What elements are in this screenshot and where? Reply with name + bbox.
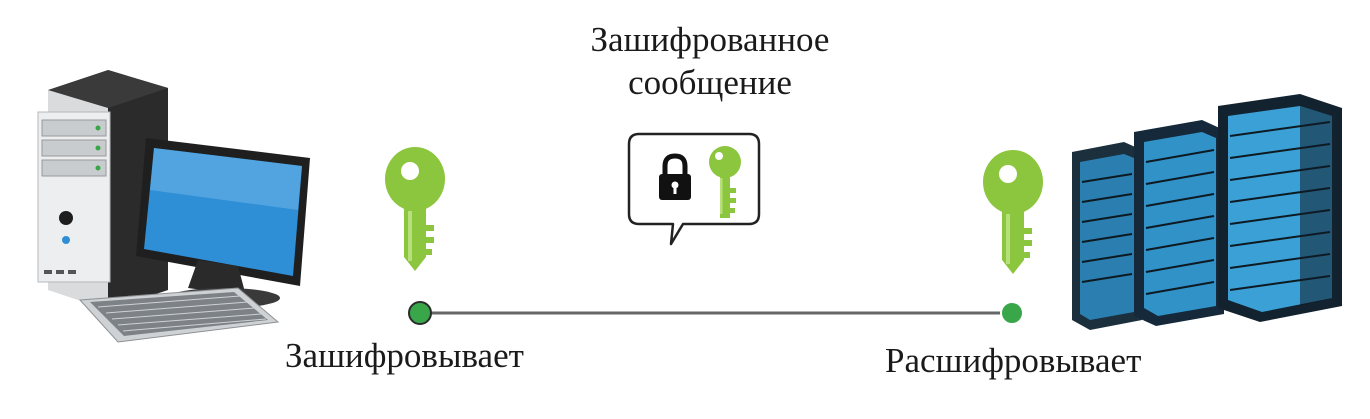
desktop-computer-icon: [37, 70, 310, 343]
message-bubble: [627, 132, 761, 246]
padlock-icon: [659, 153, 691, 200]
encrypt-label: Зашифровывает: [285, 336, 524, 375]
encrypt-key-icon: [385, 147, 445, 271]
key-icon: [709, 146, 741, 218]
decrypt-label: Расшифровывает: [885, 341, 1142, 380]
server-rack-front: [1218, 94, 1342, 322]
message-title-line1: Зашифрованное: [590, 20, 830, 59]
server-rack-back: [1072, 142, 1142, 330]
server-rack-middle: [1134, 120, 1224, 326]
connection-channel: [408, 301, 1024, 325]
receiver-node: [1000, 301, 1024, 325]
monitor: [136, 138, 310, 308]
message-title-line2: сообщение: [628, 63, 792, 102]
server-rack-icon: [1072, 94, 1342, 330]
sender-node: [408, 301, 432, 325]
tower-case: [37, 70, 168, 310]
decrypt-key-icon: [983, 150, 1043, 274]
keyboard: [78, 287, 280, 343]
